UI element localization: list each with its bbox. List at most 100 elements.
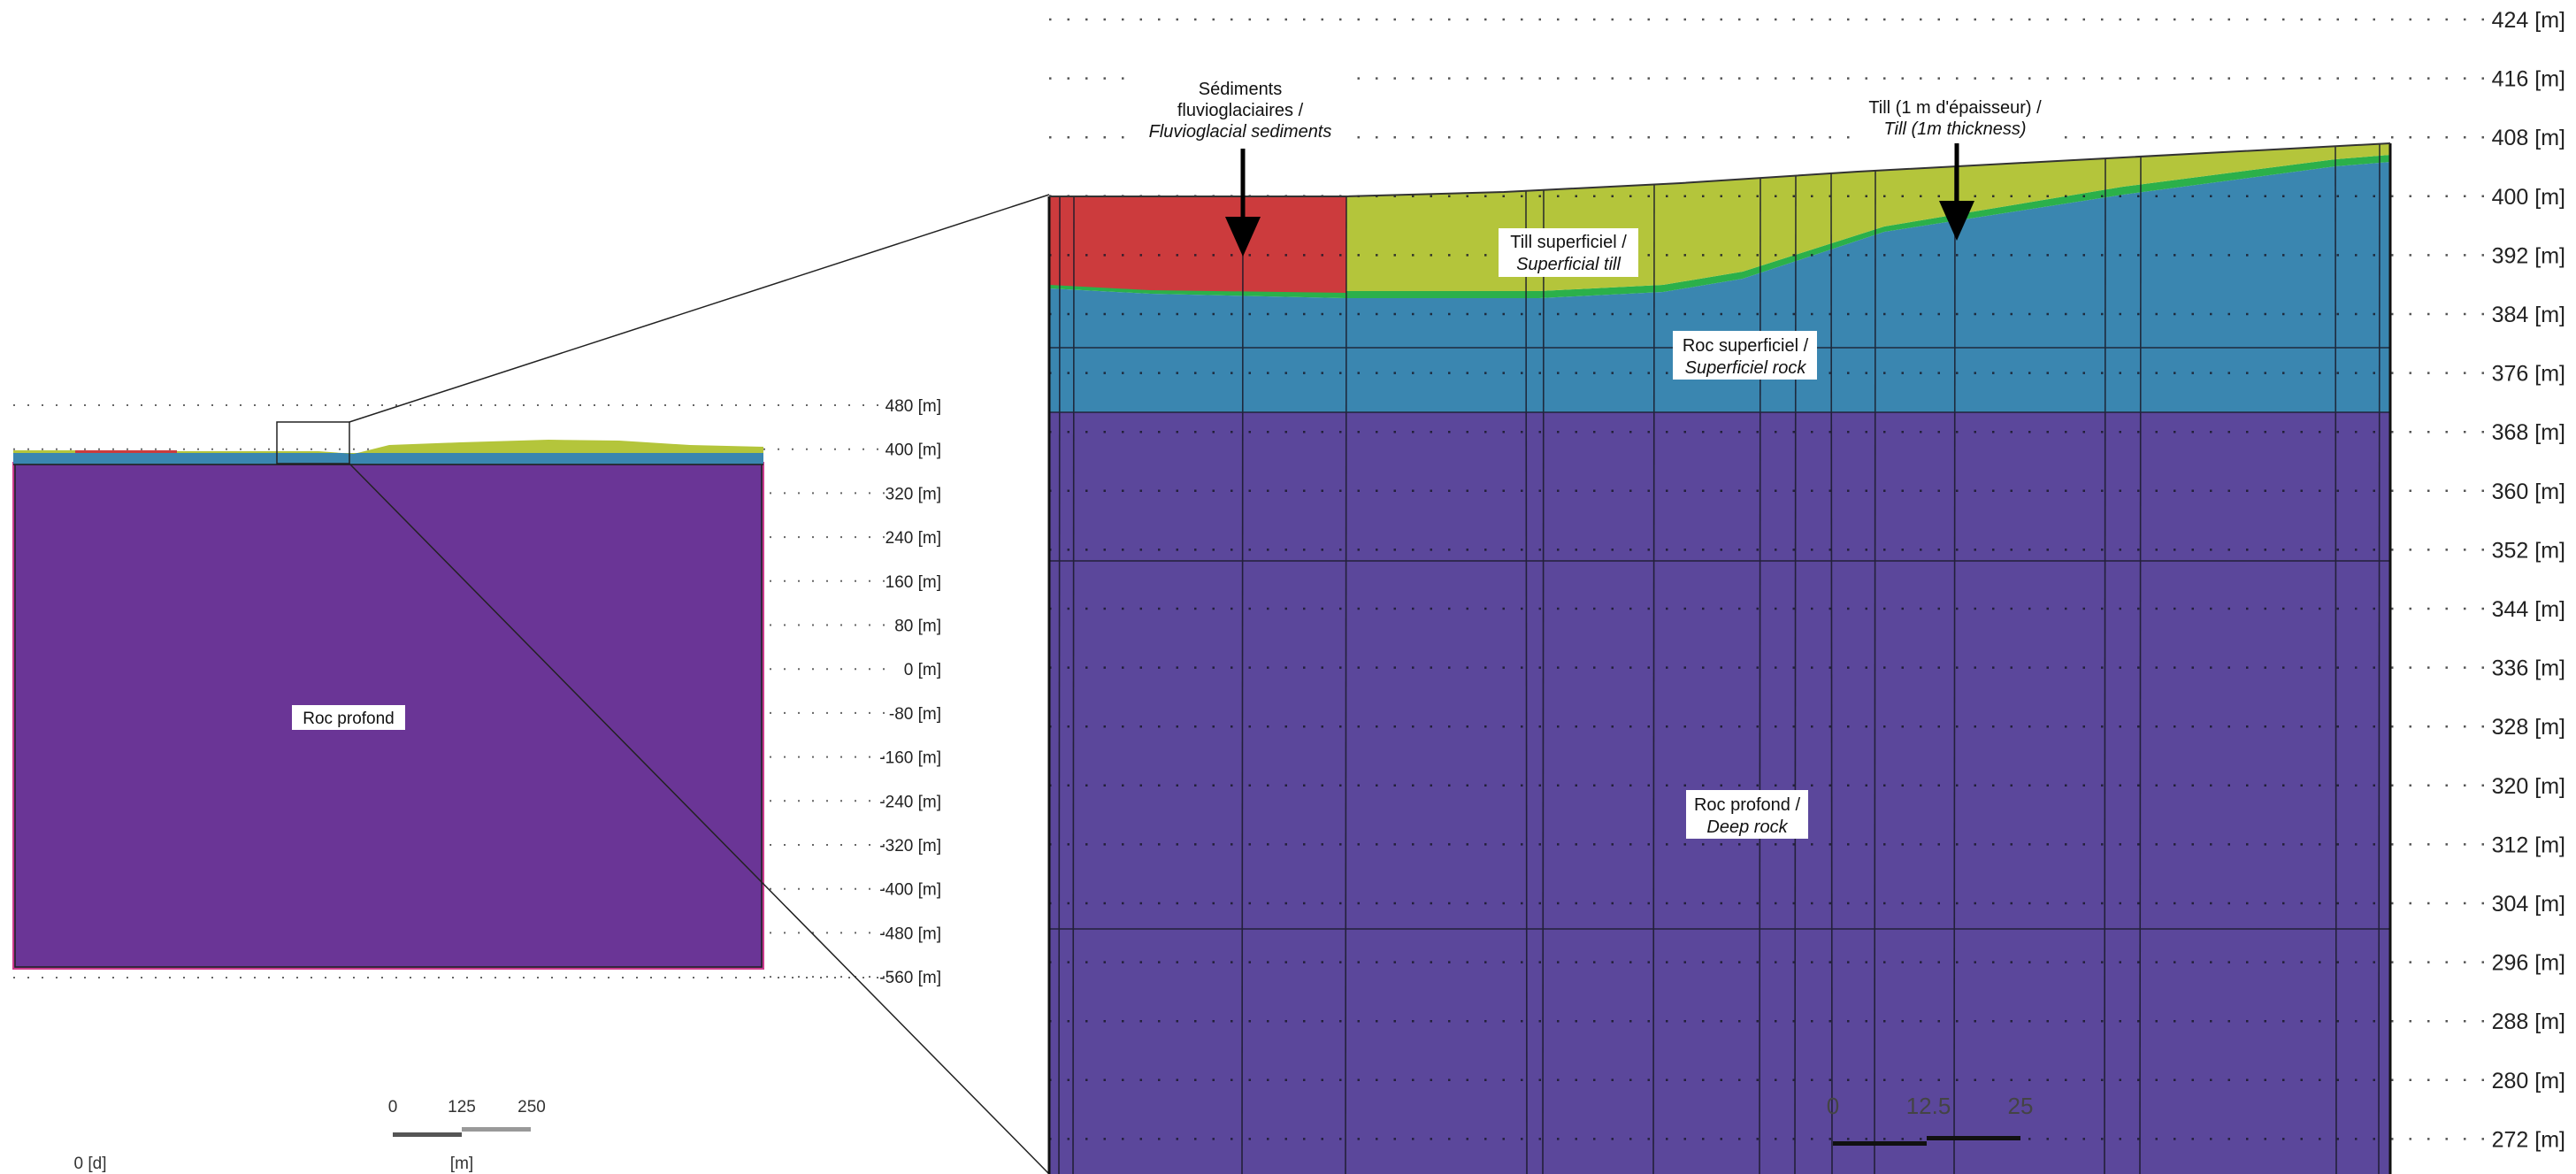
label-superficial-till: Till superficiel / Superficial till: [1499, 228, 1638, 277]
detail-superficial-till: [1049, 143, 2390, 291]
overview-axis-tick: 80 [m]: [894, 618, 941, 636]
detail-axis-tick: 304 [m]: [2492, 892, 2565, 917]
overview-axis-tick: 480 [m]: [886, 397, 941, 416]
label-fluvioglacial: Sédiments fluvioglaciaires / Fluvioglaci…: [1138, 73, 1343, 145]
detail-axis-tick: 360 [m]: [2492, 480, 2565, 504]
detail-scale-segment-dark: [1833, 1141, 1927, 1146]
detail-axis-tick: 272 [m]: [2492, 1127, 2565, 1152]
overview-scale-bar: 0 125 250 [m]: [388, 1098, 546, 1173]
label-thin-till-box: [1856, 92, 2052, 143]
detail-mesh-lines: [1049, 143, 2390, 1174]
detail-axis-tick: 400 [m]: [2492, 185, 2565, 210]
label-deep-rock: Roc profond / Deep rock: [1686, 790, 1808, 839]
label-fluvio-line3: Fluvioglacial sediments: [1149, 122, 1332, 142]
overview-axis-tick: -320 [m]: [879, 837, 941, 856]
detail-axis-tick: 280 [m]: [2492, 1069, 2565, 1093]
label-thin-till: Till (1 m d'épaisseur) / Till (1m thickn…: [1856, 92, 2052, 143]
mesh-vertical-line: [1058, 196, 1061, 1174]
detail-axis-tick: 376 [m]: [2492, 362, 2565, 387]
detail-axis-tick: 392 [m]: [2492, 243, 2565, 268]
mesh-vertical-line: [2334, 146, 2337, 1174]
label-thin-till-line2: Till (1m thickness): [1884, 119, 2027, 139]
label-superficial-rock-line1: Roc superficiel /: [1683, 336, 1809, 356]
mesh-vertical-line: [1525, 190, 1528, 1174]
detail-scale-bar: 0 12.5 25: [1827, 1093, 2034, 1146]
detail-axis-tick: 424 [m]: [2492, 8, 2565, 33]
zoom-connector-bottom: [349, 463, 1050, 1174]
overview-scale-unit: [m]: [450, 1155, 473, 1173]
overview-deep-rock-label-box: [292, 705, 405, 730]
label-fluvio-box: [1138, 73, 1343, 145]
detail-axis-tick: 384 [m]: [2492, 303, 2565, 327]
overview-axis-tick: -80 [m]: [889, 705, 941, 724]
overview-axis-ticks: 480 [m] 400 [m] 320 [m] 240 [m] 160 [m] 80 [m…: [879, 397, 941, 987]
overview-axis-tick: 320 [m]: [886, 485, 941, 503]
overview-axis-tick: 240 [m]: [886, 529, 941, 548]
mesh-vertical-line: [1072, 196, 1075, 1174]
mesh-vertical-line: [1652, 184, 1655, 1174]
label-superficial-till-line2: Superficial till: [1516, 255, 1621, 274]
overview-scale-tick-0: 0: [388, 1098, 398, 1116]
overview-superficial-rock: [13, 453, 763, 464]
mesh-vertical-line: [1953, 166, 1956, 1174]
label-superficial-rock: Roc superficiel / Superficiel rock: [1673, 331, 1817, 380]
detail-panel: 424 [m] 416 [m] 408 [m] 400 [m] 392 [m] 384 […: [1047, 8, 2565, 1174]
label-thin-till-line1: Till (1 m d'épaisseur) /: [1868, 98, 2042, 118]
overview-axis-tick: 400 [m]: [886, 441, 941, 460]
detail-axis-tick: 336 [m]: [2492, 656, 2565, 681]
scale-segment-dark: [393, 1132, 462, 1137]
detail-axis-tick: 352 [m]: [2492, 538, 2565, 563]
label-superficial-till-line1: Till superficiel /: [1510, 233, 1627, 252]
detail-axis-tick: 312 [m]: [2492, 833, 2565, 857]
detail-axis-tick: 320 [m]: [2492, 774, 2565, 799]
detail-axis-tick: 328 [m]: [2492, 715, 2565, 740]
scale-segment-light: [462, 1127, 531, 1132]
detail-axis-tick: 408 [m]: [2492, 126, 2565, 150]
detail-axis-tick: 344 [m]: [2492, 597, 2565, 622]
overview-panel: 480 [m] 400 [m] 320 [m] 240 [m] 160 [m] 80 [m…: [12, 397, 941, 1173]
overview-axis-tick: -400 [m]: [879, 881, 941, 900]
detail-axis-ticks: 424 [m] 416 [m] 408 [m] 400 [m] 392 [m] 384 […: [2492, 8, 2565, 1152]
label-fluvio-line2: fluvioglaciaires /: [1177, 101, 1304, 120]
detail-fluvioglacial: [1049, 196, 1346, 293]
overview-fluvioglacial: [75, 450, 177, 453]
detail-ground-surface: [1049, 142, 2391, 197]
label-superficial-rock-box: [1673, 331, 1817, 380]
mesh-vertical-line: [2378, 143, 2380, 1174]
overview-axis-tick: -480 [m]: [879, 925, 941, 943]
label-superficial-till-box: [1499, 228, 1638, 277]
overview-axis-tick: -160 [m]: [879, 749, 941, 768]
zoom-connector-top: [349, 194, 1050, 423]
mesh-vertical-line: [2104, 158, 2106, 1174]
detail-scale-tick-0: 0: [1827, 1093, 1839, 1119]
overview-axis-tick: 160 [m]: [886, 573, 941, 592]
detail-scale-tick-25: 25: [2008, 1093, 2034, 1119]
mesh-vertical-line: [1830, 173, 1833, 1174]
label-deep-rock-box: [1686, 790, 1808, 839]
label-fluvio-line1: Sédiments: [1199, 80, 1283, 99]
overview-surface-till: [13, 440, 763, 454]
overview-deep-rock-label: Roc profond: [303, 710, 395, 728]
overview-axis-tick: 0 [m]: [904, 661, 941, 679]
detail-axis-tick: 416 [m]: [2492, 67, 2565, 92]
mesh-vertical-line: [1874, 170, 1876, 1174]
detail-scale-tick-12-5: 12.5: [1906, 1093, 1951, 1119]
detail-axis-tick: 368 [m]: [2492, 420, 2565, 445]
label-superficial-rock-line2: Superficiel rock: [1685, 358, 1807, 378]
overview-axis-tick: -240 [m]: [879, 793, 941, 811]
label-deep-rock-line2: Deep rock: [1706, 817, 1788, 837]
overview-scale-tick-250: 250: [518, 1098, 546, 1116]
overview-time-label: 0 [d]: [74, 1155, 107, 1173]
mesh-vertical-line: [1542, 189, 1545, 1174]
detail-scale-segment-light: [1927, 1136, 2020, 1140]
label-deep-rock-line1: Roc profond /: [1694, 795, 1801, 815]
overview-axis-tick: -560 [m]: [879, 969, 941, 987]
mesh-vertical-line: [1794, 175, 1797, 1174]
detail-axis-tick: 288 [m]: [2492, 1009, 2565, 1034]
detail-superficial-rock: [1049, 162, 2390, 412]
overview-zoom-box: [276, 421, 350, 464]
mesh-vertical-line: [2139, 156, 2142, 1174]
overview-scale-tick-125: 125: [448, 1098, 476, 1116]
detail-axis-tick: 296 [m]: [2492, 951, 2565, 976]
